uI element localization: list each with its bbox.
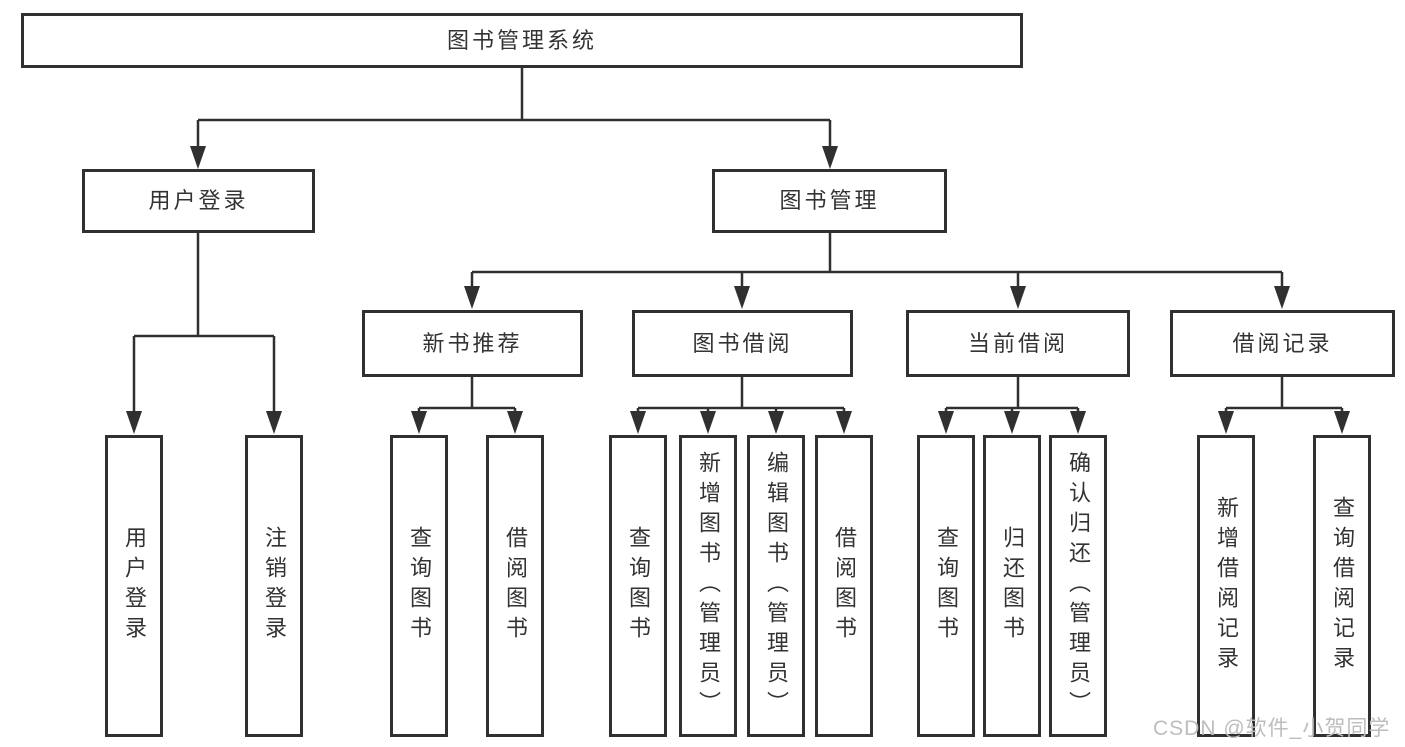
node-label: 用户登录	[122, 526, 147, 646]
node-borrowing-records: 借阅记录	[1170, 310, 1395, 377]
connector-book-borrowing-branch	[630, 377, 852, 434]
node-leaf-borrow-books-recommend: 借阅图书	[486, 435, 544, 737]
connector-book-management-branch	[464, 233, 1290, 309]
node-leaf-borrow-books-borrowing: 借阅图书	[815, 435, 873, 737]
node-label: 归还图书	[1000, 526, 1025, 646]
node-label: 图书借阅	[692, 330, 793, 356]
node-leaf-user-login: 用户登录	[105, 435, 163, 737]
connector-new-book-recommend-branch	[411, 377, 523, 434]
node-leaf-edit-books-admin: 编辑图书（管理员）	[747, 435, 805, 737]
node-leaf-return-books: 归还图书	[983, 435, 1041, 737]
connector-borrowing-records-branch	[1218, 377, 1350, 434]
connector-user-login-branch	[126, 233, 282, 434]
node-leaf-query-books-current: 查询图书	[917, 435, 975, 737]
node-user-login-group: 用户登录	[82, 169, 315, 233]
node-label: 用户登录	[148, 188, 249, 213]
node-label: 借阅图书	[832, 526, 857, 646]
node-label: 借阅图书	[503, 526, 528, 646]
node-label: 借阅记录	[1232, 330, 1333, 356]
node-label: 编辑图书（管理员）	[764, 451, 789, 721]
node-label: 新增借阅记录	[1214, 496, 1239, 676]
node-label: 确认归还（管理员）	[1066, 451, 1091, 721]
node-leaf-query-books-borrowing: 查询图书	[609, 435, 667, 737]
node-current-borrowing: 当前借阅	[906, 310, 1130, 377]
node-leaf-add-borrow-record: 新增借阅记录	[1197, 435, 1255, 737]
node-new-book-recommend: 新书推荐	[362, 310, 583, 377]
node-label: 查询图书	[934, 526, 959, 646]
node-label: 注销登录	[262, 526, 287, 646]
csdn-watermark: CSDN @软件_小贺同学	[1153, 717, 1391, 740]
connector-root-branch	[190, 68, 838, 169]
node-label: 图书管理	[779, 188, 880, 213]
node-book-management: 图书管理	[712, 169, 947, 233]
node-label: 查询图书	[626, 526, 651, 646]
node-label: 查询借阅记录	[1330, 496, 1355, 676]
node-leaf-query-borrow-record: 查询借阅记录	[1313, 435, 1371, 737]
node-label: 新书推荐	[422, 330, 523, 356]
node-leaf-confirm-return-admin: 确认归还（管理员）	[1049, 435, 1107, 737]
node-leaf-logout: 注销登录	[245, 435, 303, 737]
node-label: 查询图书	[407, 526, 432, 646]
node-book-borrowing: 图书借阅	[632, 310, 853, 377]
node-label: 当前借阅	[967, 330, 1068, 356]
node-label: 图书管理系统	[446, 27, 597, 53]
node-label: 新增图书（管理员）	[696, 451, 721, 721]
node-library-management-system: 图书管理系统	[21, 13, 1023, 68]
connector-current-borrowing-branch	[938, 377, 1086, 434]
node-leaf-query-books-recommend: 查询图书	[390, 435, 448, 737]
node-leaf-add-books-admin: 新增图书（管理员）	[679, 435, 737, 737]
